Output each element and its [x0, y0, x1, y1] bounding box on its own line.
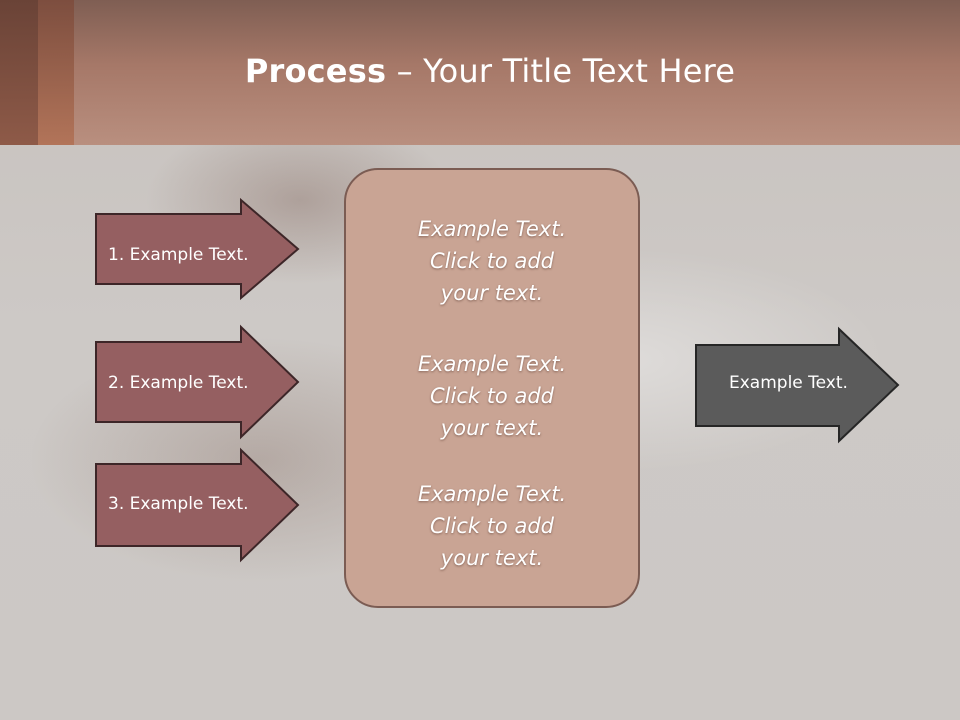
left-arrow-1[interactable] — [95, 197, 300, 301]
center-text-block-2-line1: Example Text. — [417, 352, 567, 376]
right-arrow-label: Example Text. — [729, 373, 848, 393]
slide-title[interactable]: Process – Your Title Text Here — [0, 52, 960, 90]
left-arrow-3[interactable] — [95, 447, 300, 563]
center-text-block-3-line2: Click to add — [429, 514, 554, 538]
banner-accent-stripe-light — [38, 0, 74, 145]
center-text-block-3[interactable]: Example Text. Click to add your text. — [344, 478, 640, 574]
slide-title-rest: – Your Title Text Here — [386, 52, 736, 90]
slide-title-bold: Process — [244, 52, 387, 90]
title-banner — [0, 0, 960, 145]
left-arrow-3-label: 3. Example Text. — [108, 494, 249, 514]
center-text-block-1-line2: Click to add — [429, 249, 554, 273]
center-text-block-3-line1: Example Text. — [417, 482, 567, 506]
center-text-block-2-line3: your text. — [440, 416, 544, 440]
banner-accent-stripe — [0, 0, 38, 145]
left-arrow-2-label: 2. Example Text. — [108, 373, 249, 393]
left-arrow-2[interactable] — [95, 324, 300, 440]
center-text-block-3-line3: your text. — [440, 546, 544, 570]
left-arrow-1-label: 1. Example Text. — [108, 245, 249, 265]
right-arrow[interactable] — [695, 326, 900, 444]
center-text-block-1[interactable]: Example Text. Click to add your text. — [344, 213, 640, 309]
center-text-block-2[interactable]: Example Text. Click to add your text. — [344, 348, 640, 444]
center-text-box[interactable] — [344, 168, 640, 608]
center-text-block-1-line3: your text. — [440, 281, 544, 305]
center-text-block-1-line1: Example Text. — [417, 217, 567, 241]
center-text-block-2-line2: Click to add — [429, 384, 554, 408]
